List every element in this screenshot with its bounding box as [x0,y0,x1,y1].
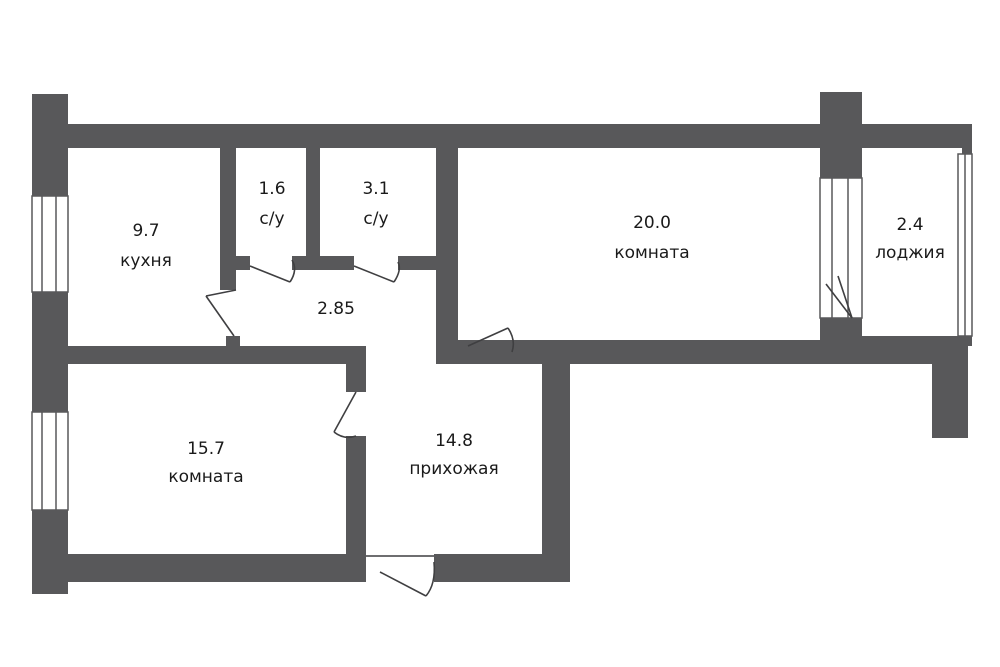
loggia-window [819,177,863,319]
wc1-area: 1.6 [258,179,285,199]
wc2-door [353,261,401,283]
small-room-window [31,411,69,511]
loggia-glazing [957,153,973,337]
small-room-door [333,391,357,439]
small-room-area: 15.7 [187,439,225,459]
loggia-door [825,275,853,319]
entrance-door [366,555,436,597]
wc1-door [249,259,296,283]
wc2-name: с/у [363,209,388,229]
doors [205,259,853,597]
room-labels: 9.7 кухня 1.6 с/у 3.1 с/у 20.0 комната 2… [120,179,945,487]
kitchen-name: кухня [120,251,172,271]
big-room-name: комната [614,243,689,263]
big-room-area: 20.0 [633,213,671,233]
walls [32,92,972,594]
small-room-name: комната [168,467,243,487]
hallway-name: прихожая [409,459,498,479]
corridor-area: 2.85 [317,299,355,319]
big-room-door [467,327,515,353]
kitchen-area: 9.7 [132,221,159,241]
kitchen-window [31,195,69,293]
hallway-area: 14.8 [435,431,473,451]
windows [31,153,973,511]
loggia-area: 2.4 [896,215,923,235]
wc2-area: 3.1 [362,179,389,199]
kitchen-door [205,289,237,337]
loggia-name: лоджия [875,243,945,263]
wc1-name: с/у [259,209,284,229]
